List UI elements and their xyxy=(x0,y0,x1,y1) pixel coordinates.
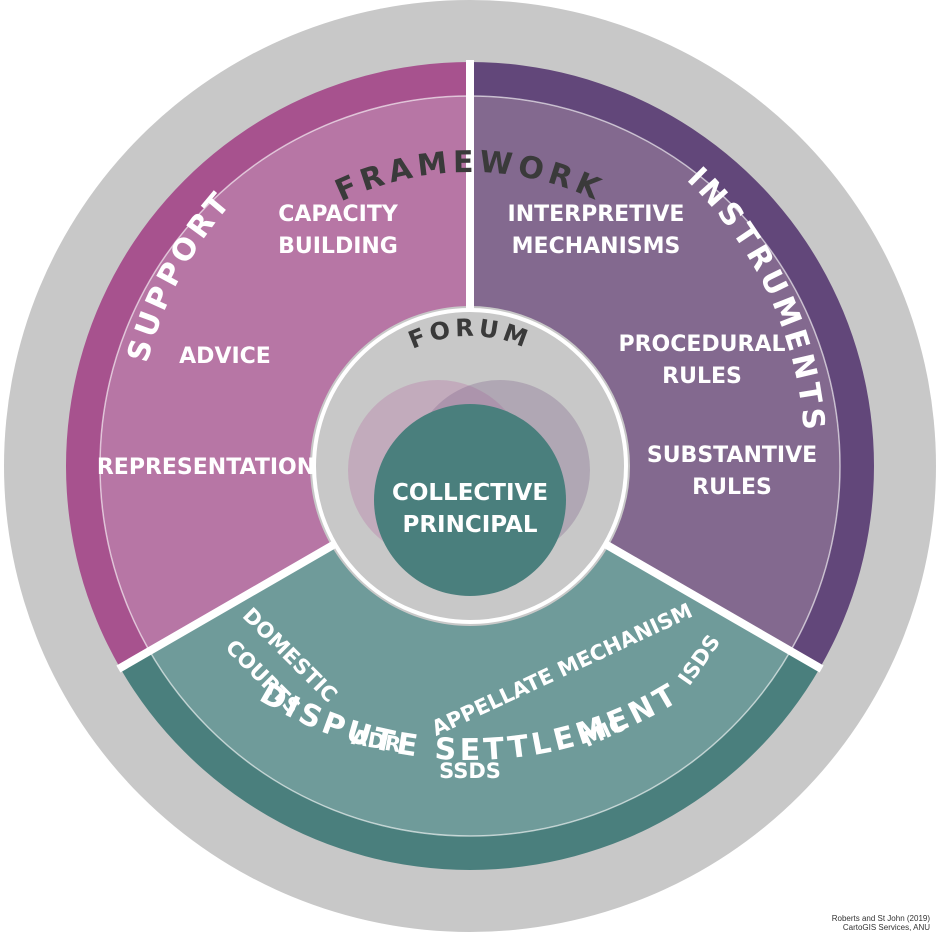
procedural-rules-line1: PROCEDURAL xyxy=(618,332,785,357)
credit-note: Roberts and St John (2019) CartoGIS Serv… xyxy=(832,914,930,932)
dispute-band xyxy=(120,651,820,870)
dispute-sector xyxy=(149,546,791,836)
credit-line2: CartoGIS Services, ANU xyxy=(842,923,930,932)
capacity-building-line2: BUILDING xyxy=(278,234,398,259)
substantive-rules-line1: SUBSTANTIVE xyxy=(647,443,817,468)
procedural-rules-line2: RULES xyxy=(662,364,742,389)
instruments-sector xyxy=(470,96,840,651)
instruments-band xyxy=(470,62,874,668)
core-text-line1: COLLECTIVE xyxy=(392,480,548,506)
interpretive-mechanisms-line2: MECHANISMS xyxy=(512,234,681,259)
support-sector xyxy=(99,96,470,651)
substantive-rules-line2: RULES xyxy=(692,475,772,500)
core-text-line2: PRINCIPAL xyxy=(402,512,537,538)
separator-right xyxy=(603,540,824,673)
credit-line1: Roberts and St John (2019) xyxy=(831,914,930,923)
interpretive-mechanisms-line1: INTERPRETIVE xyxy=(508,202,685,227)
representation-label: REPRESENTATION xyxy=(97,455,315,480)
ssds-label: SSDS xyxy=(439,759,501,783)
separator-left xyxy=(116,540,337,673)
collective-principal-circle xyxy=(374,404,566,596)
support-band xyxy=(65,62,470,668)
capacity-building-line1: CAPACITY xyxy=(278,202,399,227)
advice-label: ADVICE xyxy=(179,344,271,369)
